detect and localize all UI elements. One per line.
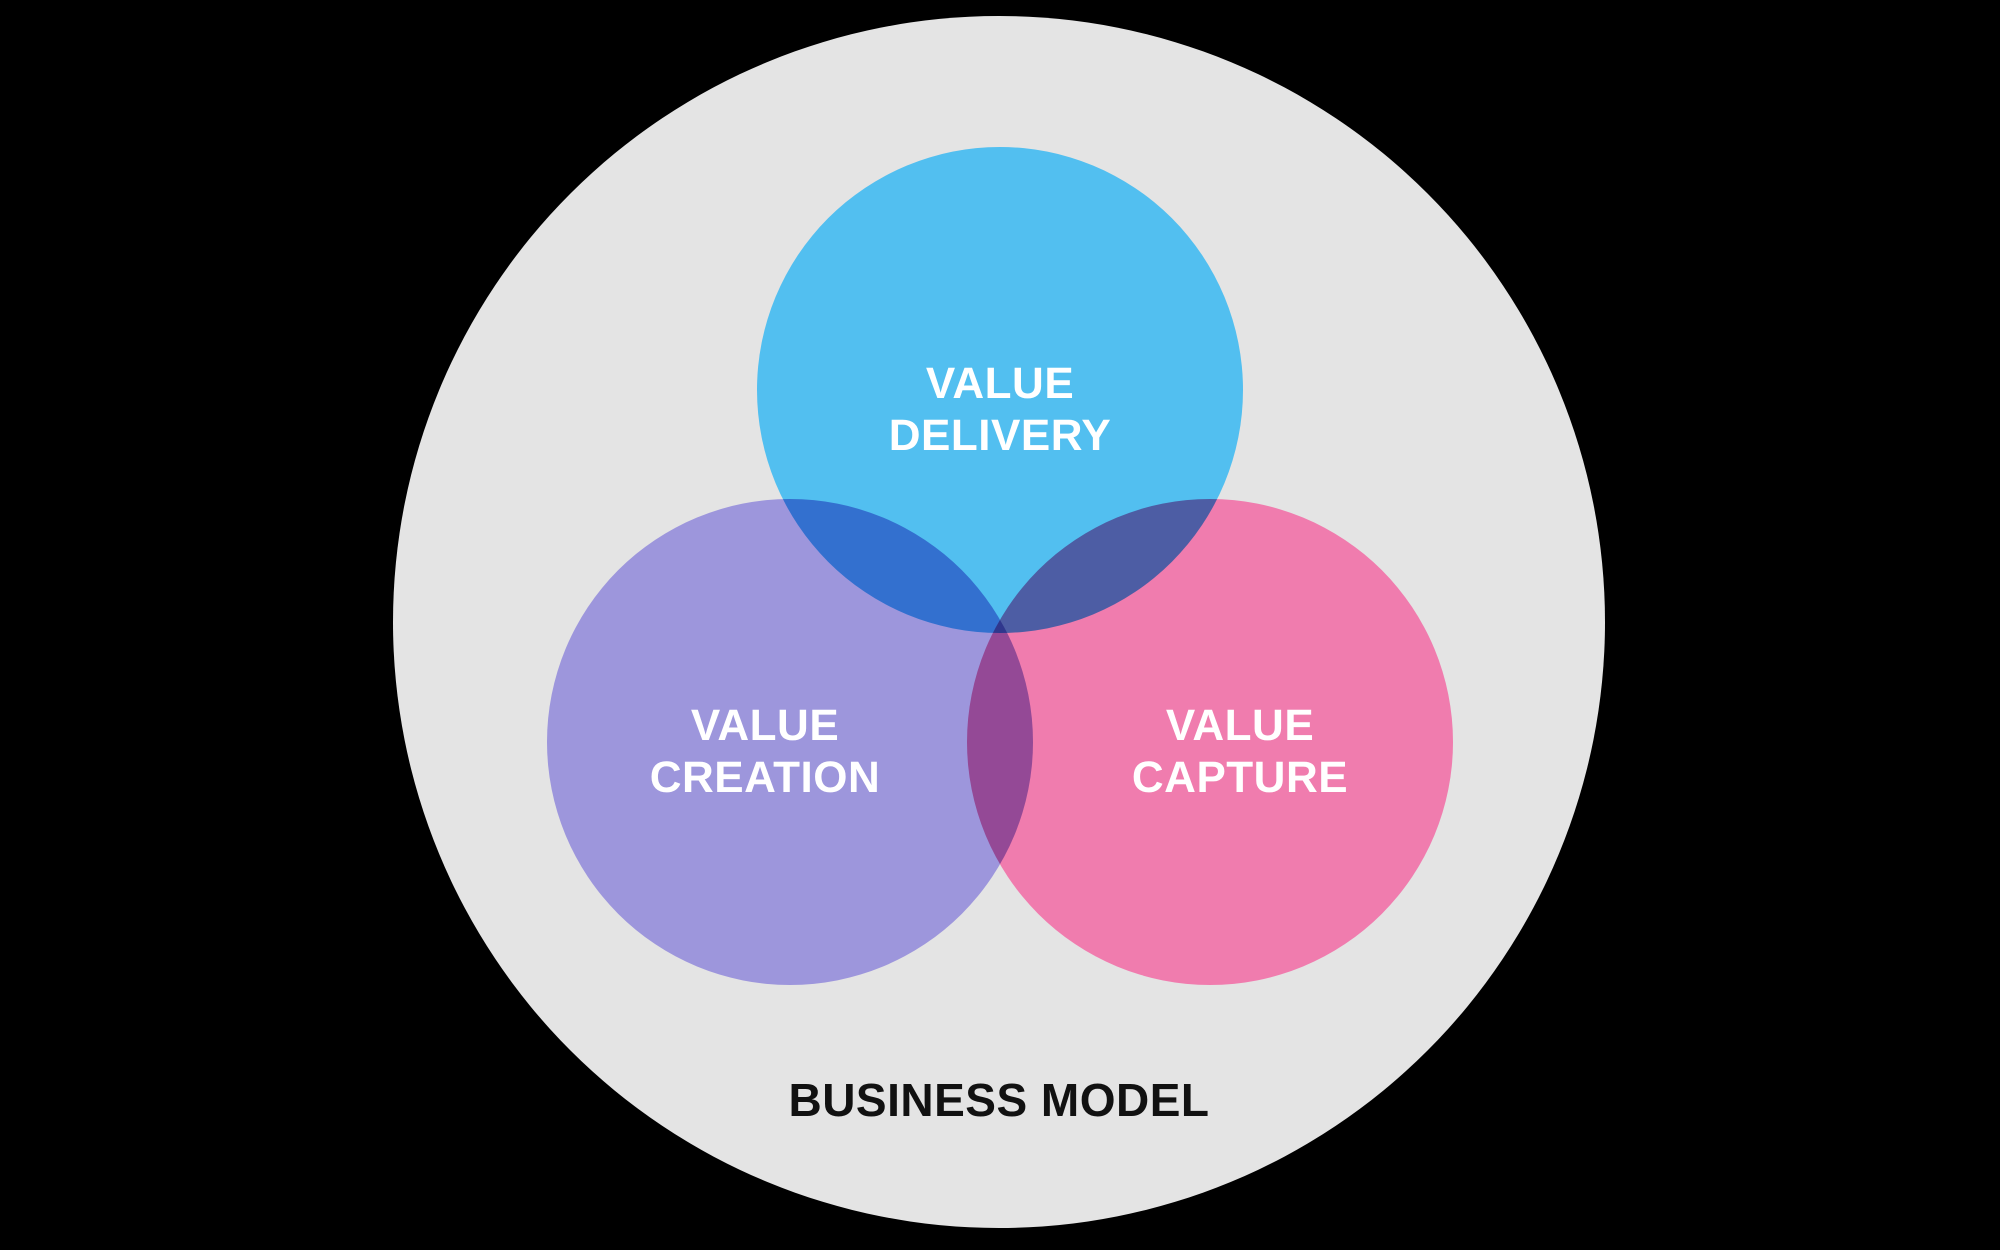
value-creation-circle[interactable] [547,499,1033,985]
venn-sets-group [547,147,1453,985]
value-capture-circle[interactable] [967,499,1453,985]
value-delivery-circle[interactable] [757,147,1243,633]
